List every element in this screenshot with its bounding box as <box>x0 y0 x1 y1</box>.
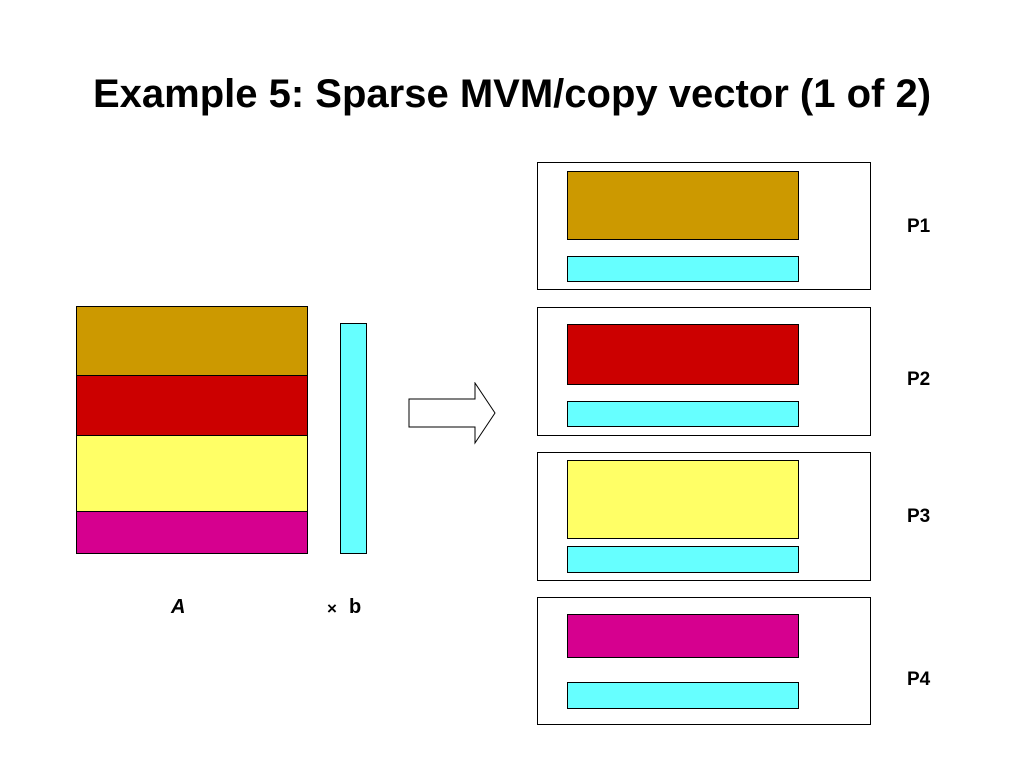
vector-b <box>340 323 367 554</box>
matrix-block-4 <box>76 511 308 554</box>
matrix-block-1 <box>76 306 308 376</box>
panel-matrix-block-2 <box>567 324 799 385</box>
processor-label-4: P4 <box>907 669 931 690</box>
matrix-label: A <box>171 596 186 618</box>
panel-vector-copy-2 <box>567 401 799 427</box>
times-symbol: × <box>327 599 337 618</box>
processor-label-1: P1 <box>907 216 931 237</box>
processor-panel-3 <box>537 452 871 581</box>
panel-matrix-block-4 <box>567 614 799 658</box>
panel-matrix-block-3 <box>567 460 799 539</box>
matrix-block-3 <box>76 435 308 512</box>
matrix-block-2 <box>76 375 308 436</box>
processor-label-3: P3 <box>907 506 931 527</box>
vector-label: b <box>349 596 362 618</box>
processor-panel-1 <box>537 162 871 290</box>
processor-label-2: P2 <box>907 369 931 390</box>
panel-vector-copy-4 <box>567 682 799 709</box>
panel-vector-copy-3 <box>567 546 799 573</box>
processor-panel-2 <box>537 307 871 436</box>
right-arrow-icon <box>408 382 496 445</box>
panel-vector-copy-1 <box>567 256 799 282</box>
slide-title: Example 5: Sparse MVM/copy vector (1 of … <box>92 72 932 116</box>
panel-matrix-block-1 <box>567 171 799 240</box>
processor-panel-4 <box>537 597 871 725</box>
